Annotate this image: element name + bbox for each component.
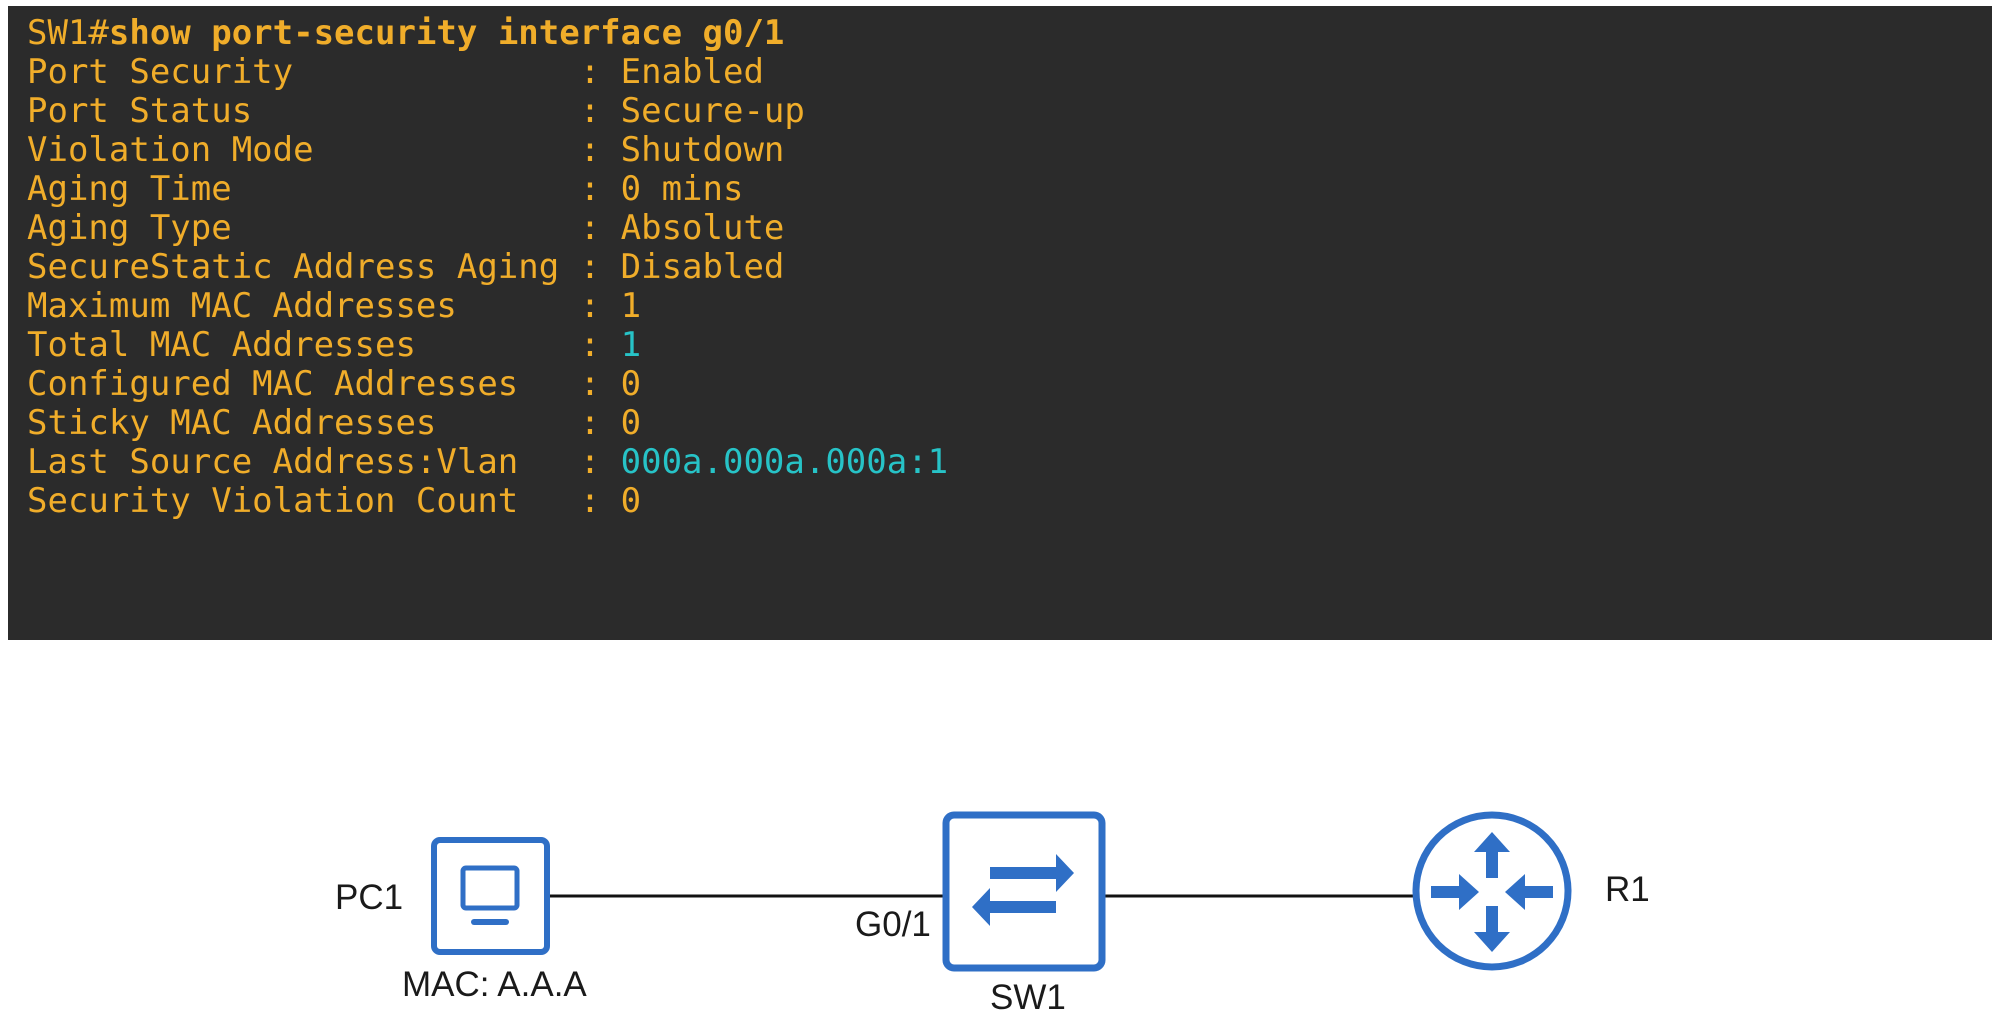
row-label: SecureStatic Address Aging — [27, 247, 580, 287]
prompt-host: SW1# — [27, 13, 109, 53]
row-label: Total MAC Addresses — [27, 325, 580, 365]
output-row: Port Security : Enabled — [27, 53, 1992, 92]
output-row: Aging Type : Absolute — [27, 209, 1992, 248]
output-row: Security Violation Count : 0 — [27, 482, 1992, 521]
output-row: Aging Time : 0 mins — [27, 170, 1992, 209]
row-label: Maximum MAC Addresses — [27, 286, 580, 326]
output-row: Total MAC Addresses : 1 — [27, 326, 1992, 365]
row-label: Sticky MAC Addresses — [27, 403, 580, 443]
row-separator: : — [579, 403, 621, 443]
switch-port-label: G0/1 — [855, 905, 931, 944]
row-label: Configured MAC Addresses — [27, 364, 580, 404]
pc1-mac-label: MAC: A.A.A — [402, 965, 587, 1004]
network-diagram: PC1 MAC: A.A.A G0/1 SW1 R1 — [0, 640, 2000, 1023]
row-label: Violation Mode — [27, 130, 580, 170]
pc1-label: PC1 — [335, 878, 404, 917]
row-value: Shutdown — [620, 130, 785, 170]
row-value: 1 — [620, 325, 642, 365]
output-row: Last Source Address:Vlan : 000a.000a.000… — [27, 443, 1992, 482]
row-separator: : — [579, 52, 621, 92]
row-separator: : — [579, 91, 621, 131]
row-separator: : — [579, 481, 621, 521]
router-arrows-icon[interactable] — [1412, 811, 1572, 971]
row-value: Enabled — [620, 52, 764, 92]
row-separator: : — [579, 208, 621, 248]
switch-arrows-icon[interactable] — [942, 811, 1106, 972]
row-label: Aging Time — [27, 169, 580, 209]
row-value: 000a.000a.000a:1 — [620, 442, 949, 482]
output-row: Configured MAC Addresses : 0 — [27, 365, 1992, 404]
row-value: 1 — [620, 286, 642, 326]
output-row: SecureStatic Address Aging : Disabled — [27, 248, 1992, 287]
row-value: Absolute — [620, 208, 785, 248]
row-value: Disabled — [620, 247, 785, 287]
row-separator: : — [579, 247, 621, 287]
row-label: Last Source Address:Vlan — [27, 442, 580, 482]
row-value: Secure-up — [620, 91, 805, 131]
row-label: Port Security — [27, 52, 580, 92]
terminal-window: SW1#show port-security interface g0/1 Po… — [8, 6, 1992, 640]
row-label: Aging Type — [27, 208, 580, 248]
output-row: Violation Mode : Shutdown — [27, 131, 1992, 170]
row-separator: : — [579, 364, 621, 404]
row-value: 0 — [620, 481, 642, 521]
command-text: show port-security interface g0/1 — [108, 13, 785, 53]
r1-label: R1 — [1605, 870, 1650, 909]
output-row: Maximum MAC Addresses : 1 — [27, 287, 1992, 326]
command-line: SW1#show port-security interface g0/1 — [27, 14, 1992, 53]
sw1-label: SW1 — [990, 978, 1066, 1017]
output-row: Sticky MAC Addresses : 0 — [27, 404, 1992, 443]
row-value: 0 — [620, 403, 642, 443]
row-separator: : — [579, 169, 621, 209]
row-label: Security Violation Count — [27, 481, 580, 521]
row-label: Port Status — [27, 91, 580, 131]
row-value: 0 mins — [620, 169, 744, 209]
row-separator: : — [579, 442, 621, 482]
topology-svg — [431, 811, 1572, 972]
row-separator: : — [579, 130, 621, 170]
row-value: 0 — [620, 364, 642, 404]
row-separator: : — [579, 286, 621, 326]
pc-monitor-icon[interactable] — [431, 837, 550, 955]
output-row: Port Status : Secure-up — [27, 92, 1992, 131]
row-separator: : — [579, 325, 621, 365]
